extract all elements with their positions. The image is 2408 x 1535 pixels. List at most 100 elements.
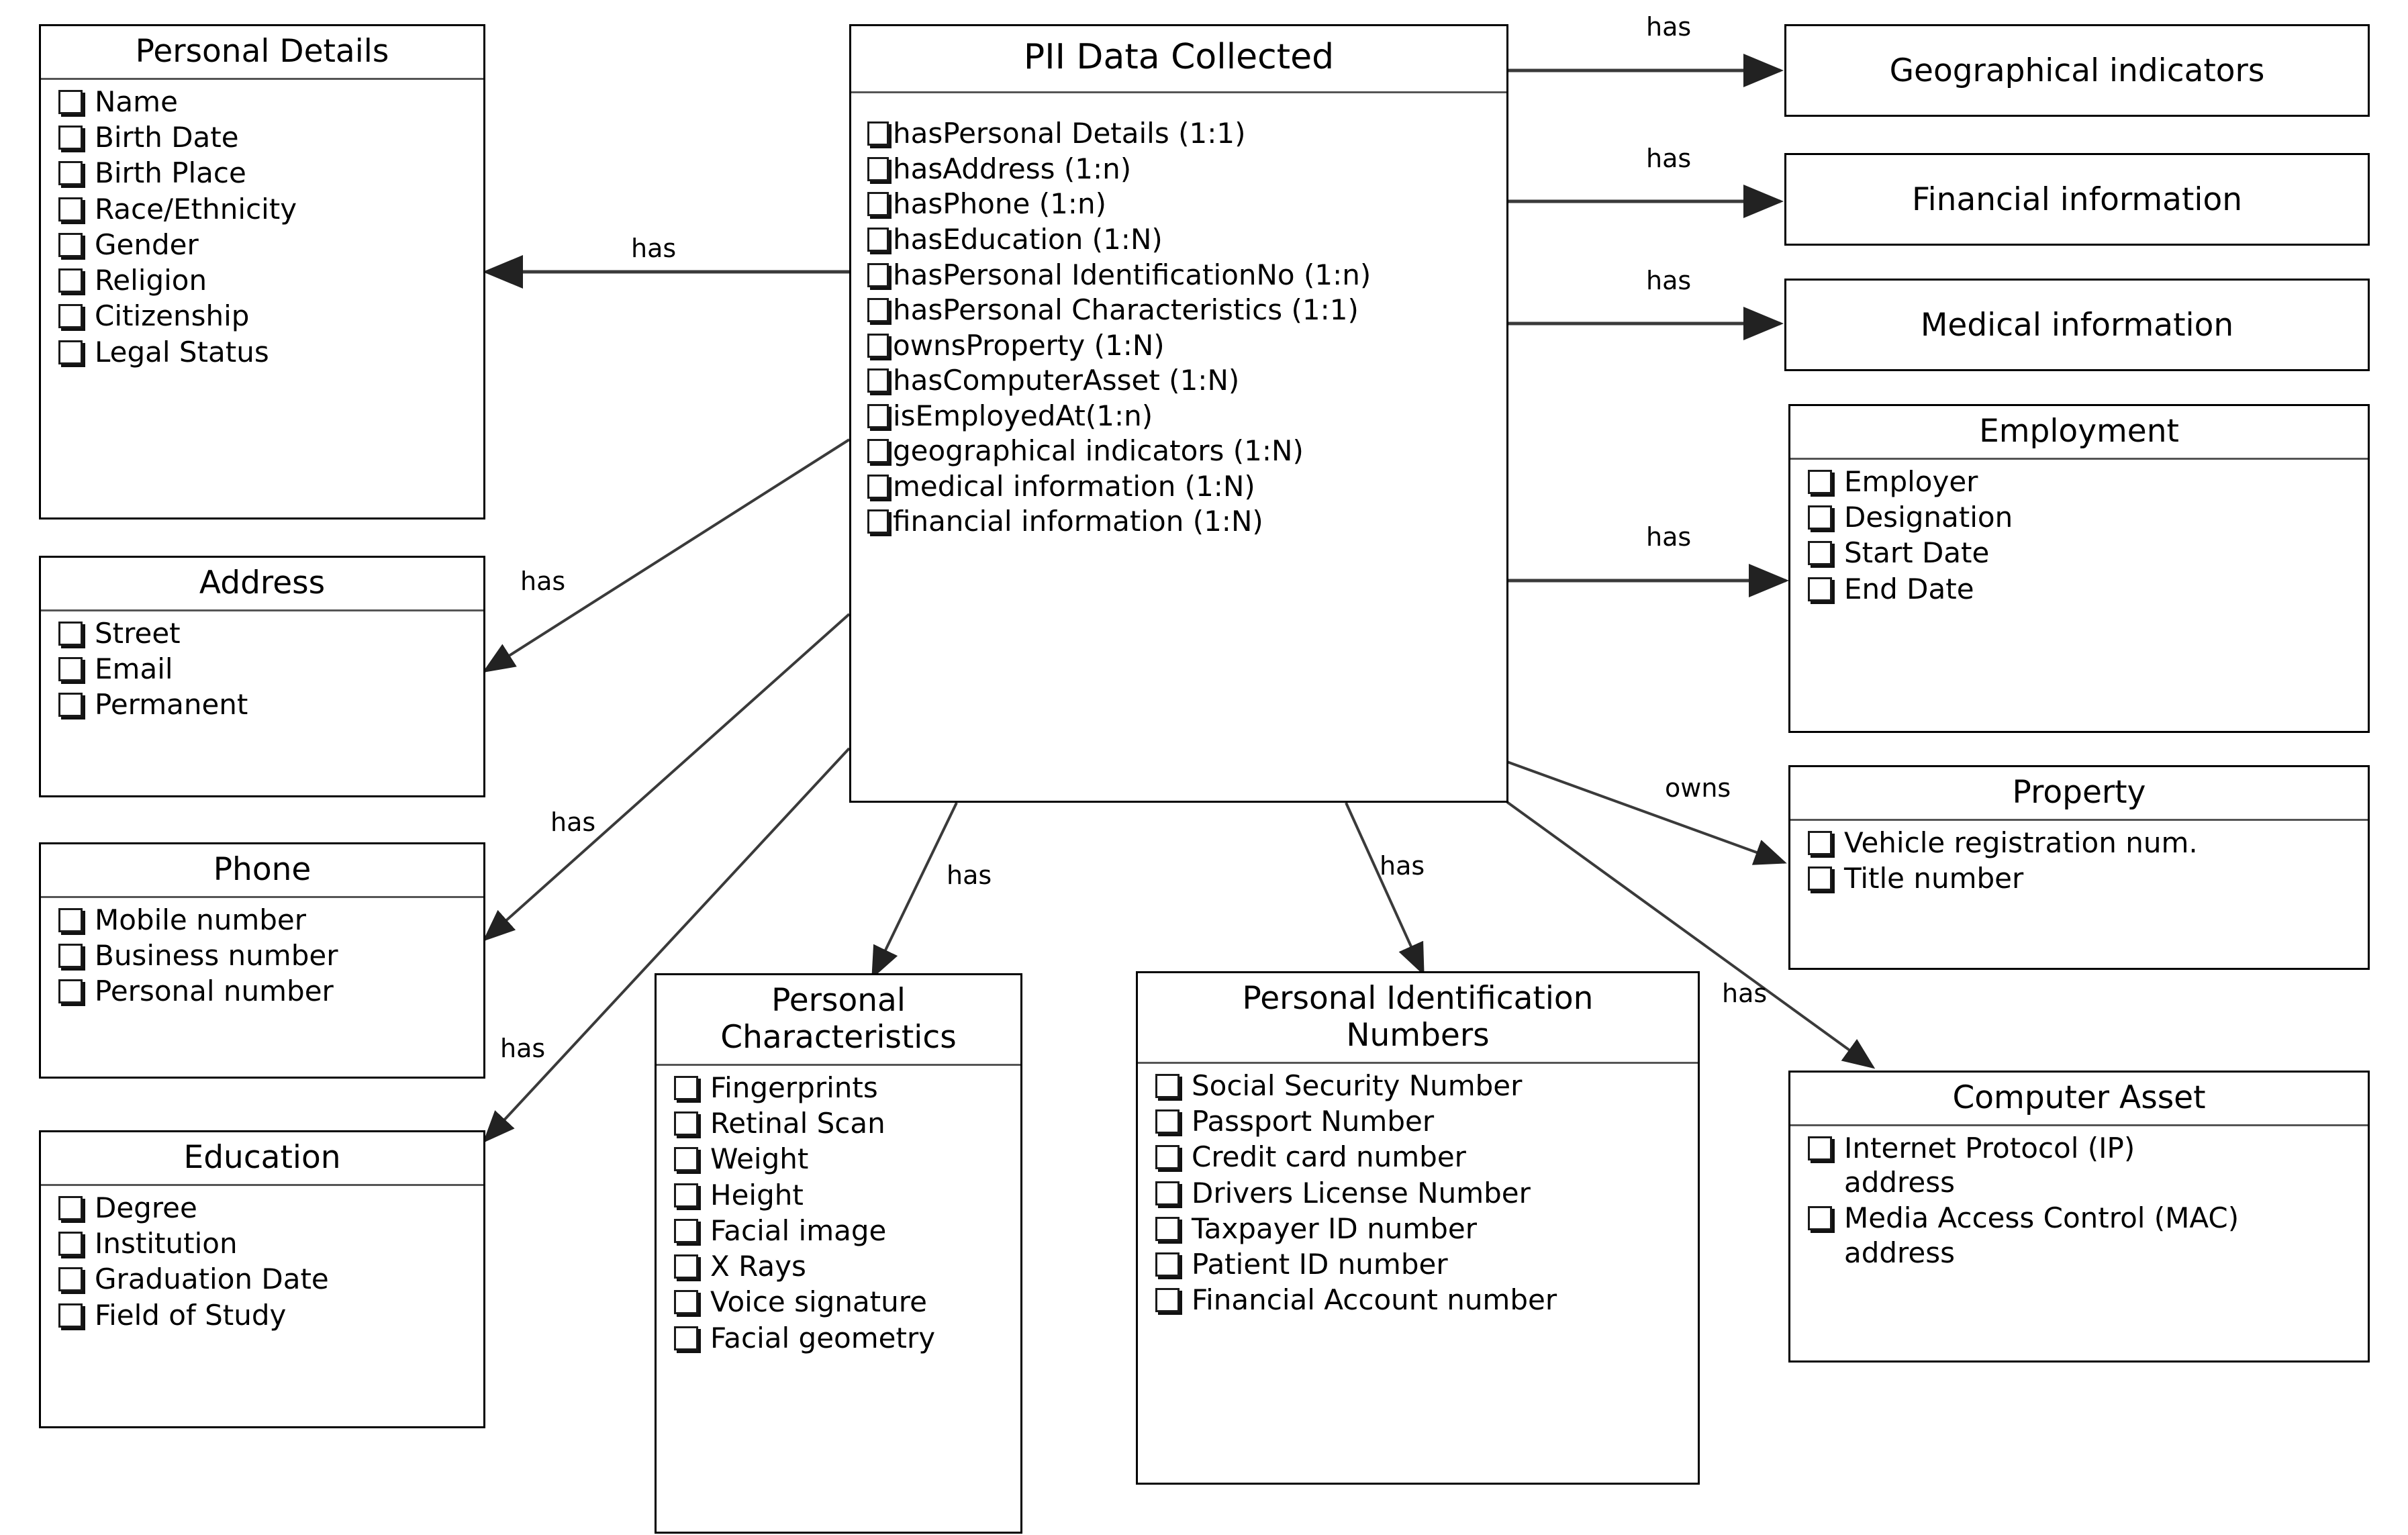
entity-title: Phone	[41, 844, 483, 898]
checkbox-icon	[58, 161, 83, 186]
entity-medical-information[interactable]: Medical information	[1784, 279, 2370, 371]
checkbox-icon	[674, 1183, 698, 1207]
attribute-row: Title number	[1790, 860, 2368, 896]
entity-title: Medical information	[1920, 306, 2234, 344]
edge-label-personal-details: has	[631, 234, 677, 263]
attribute-row: Street	[41, 615, 483, 651]
checkbox-icon	[867, 192, 889, 217]
checkbox-icon	[58, 1267, 83, 1292]
attribute-row: ownsProperty (1:N)	[851, 328, 1506, 363]
checkbox-icon	[1155, 1252, 1179, 1277]
attribute-list: Vehicle registration num. Title number	[1790, 821, 2368, 903]
attribute-row: Height	[657, 1177, 1020, 1213]
checkbox-icon	[1155, 1109, 1179, 1134]
attribute-row: End Date	[1790, 571, 2368, 607]
checkbox-icon	[58, 340, 83, 364]
attribute-row: hasPersonal Details (1:1)	[851, 116, 1506, 152]
checkbox-icon	[1155, 1288, 1179, 1313]
checkbox-icon	[867, 439, 889, 464]
edge-line-phone	[483, 613, 851, 942]
checkbox-icon	[58, 657, 83, 682]
entity-education[interactable]: Education Degree Institution Graduation …	[39, 1130, 485, 1428]
entity-address[interactable]: Address Street Email Permanent	[39, 556, 485, 797]
attribute-row: Degree	[41, 1190, 483, 1226]
attribute-row: Start Date	[1790, 535, 2368, 571]
checkbox-icon	[867, 368, 889, 393]
attribute-row: Employer	[1790, 464, 2368, 499]
attribute-row: X Rays	[657, 1248, 1020, 1284]
entity-title: Personal Characteristics	[657, 975, 1020, 1066]
checkbox-icon	[867, 474, 889, 499]
checkbox-icon	[58, 693, 83, 717]
edge-line-personal-id-numbers	[1345, 802, 1425, 976]
checkbox-icon	[58, 1232, 83, 1256]
checkbox-icon	[58, 197, 83, 221]
attribute-row: Facial image	[657, 1213, 1020, 1248]
checkbox-icon	[1808, 866, 1832, 891]
entity-financial-information[interactable]: Financial information	[1784, 153, 2370, 246]
checkbox-icon	[674, 1326, 698, 1350]
entity-title: Education	[41, 1132, 483, 1186]
attribute-row: Gender	[41, 227, 483, 262]
attribute-row: medical information (1:N)	[851, 468, 1506, 504]
attribute-row: Race/Ethnicity	[41, 191, 483, 227]
attribute-list: Mobile number Business number Personal n…	[41, 898, 483, 1016]
attribute-row: Name	[41, 84, 483, 119]
edge-label-education: has	[500, 1034, 546, 1063]
checkbox-icon	[1808, 505, 1832, 530]
attribute-list: Social Security Number Passport Number C…	[1138, 1064, 1698, 1325]
entity-personal-characteristics[interactable]: Personal Characteristics Fingerprints Re…	[655, 973, 1022, 1534]
attribute-row: Religion	[41, 262, 483, 298]
attribute-row: Vehicle registration num.	[1790, 825, 2368, 860]
attribute-row: isEmployedAt(1:n)	[851, 398, 1506, 434]
attribute-row: Financial Account number	[1138, 1282, 1698, 1318]
checkbox-icon	[58, 621, 83, 646]
checkbox-icon	[58, 126, 83, 150]
checkbox-icon	[58, 979, 83, 1004]
checkbox-icon	[867, 121, 889, 146]
entity-title: Personal Details	[41, 26, 483, 80]
attribute-row: Facial geometry	[657, 1320, 1020, 1356]
attribute-row: Mobile number	[41, 902, 483, 938]
entity-personal-details[interactable]: Personal Details Name Birth Date Birth P…	[39, 24, 485, 519]
attribute-row: hasAddress (1:n)	[851, 151, 1506, 187]
attribute-row: Social Security Number	[1138, 1068, 1698, 1103]
checkbox-icon	[58, 1195, 83, 1220]
checkbox-icon	[674, 1254, 698, 1279]
checkbox-icon	[867, 156, 889, 181]
entity-computer-asset[interactable]: Computer Asset Internet Protocol (IP) ad…	[1788, 1071, 2370, 1363]
entity-title: Employment	[1790, 406, 2368, 460]
checkbox-icon	[674, 1111, 698, 1136]
attribute-list: Street Email Permanent	[41, 611, 483, 730]
checkbox-icon	[1155, 1073, 1179, 1098]
checkbox-icon	[1155, 1181, 1179, 1205]
attribute-list: Name Birth Date Birth Place Race/Ethnici…	[41, 80, 483, 377]
edge-label-phone: has	[550, 807, 596, 837]
checkbox-icon	[58, 304, 83, 329]
checkbox-icon	[674, 1290, 698, 1315]
entity-pii-data-collected[interactable]: PII Data Collected hasPersonal Details (…	[849, 24, 1508, 803]
checkbox-icon	[1808, 1206, 1832, 1231]
attribute-row: Voice signature	[657, 1284, 1020, 1320]
edge-label-financial: has	[1646, 144, 1692, 173]
attribute-row: Fingerprints	[657, 1070, 1020, 1105]
attribute-row: Birth Date	[41, 119, 483, 155]
checkbox-icon	[867, 298, 889, 323]
attribute-list: Internet Protocol (IP) address Media Acc…	[1790, 1126, 2368, 1277]
entity-title: Personal Identification Numbers	[1138, 973, 1698, 1064]
attribute-row: Citizenship	[41, 298, 483, 334]
entity-property[interactable]: Property Vehicle registration num. Title…	[1788, 765, 2370, 970]
entity-title: Financial information	[1911, 181, 2242, 218]
entity-phone[interactable]: Phone Mobile number Business number Pers…	[39, 842, 485, 1079]
edge-line-personal-characteristics	[871, 802, 958, 979]
entity-geographical-indicators[interactable]: Geographical indicators	[1784, 24, 2370, 117]
checkbox-icon	[58, 268, 83, 293]
attribute-row: Taxpayer ID number	[1138, 1211, 1698, 1246]
attribute-row: Drivers License Number	[1138, 1175, 1698, 1211]
entity-employment[interactable]: Employment Employer Designation Start Da…	[1788, 404, 2370, 733]
attribute-list: Fingerprints Retinal Scan Weight Height …	[657, 1066, 1020, 1363]
attribute-list: Employer Designation Start Date End Date	[1790, 460, 2368, 613]
checkbox-icon	[674, 1075, 698, 1100]
entity-personal-identification-numbers[interactable]: Personal Identification Numbers Social S…	[1136, 971, 1700, 1485]
